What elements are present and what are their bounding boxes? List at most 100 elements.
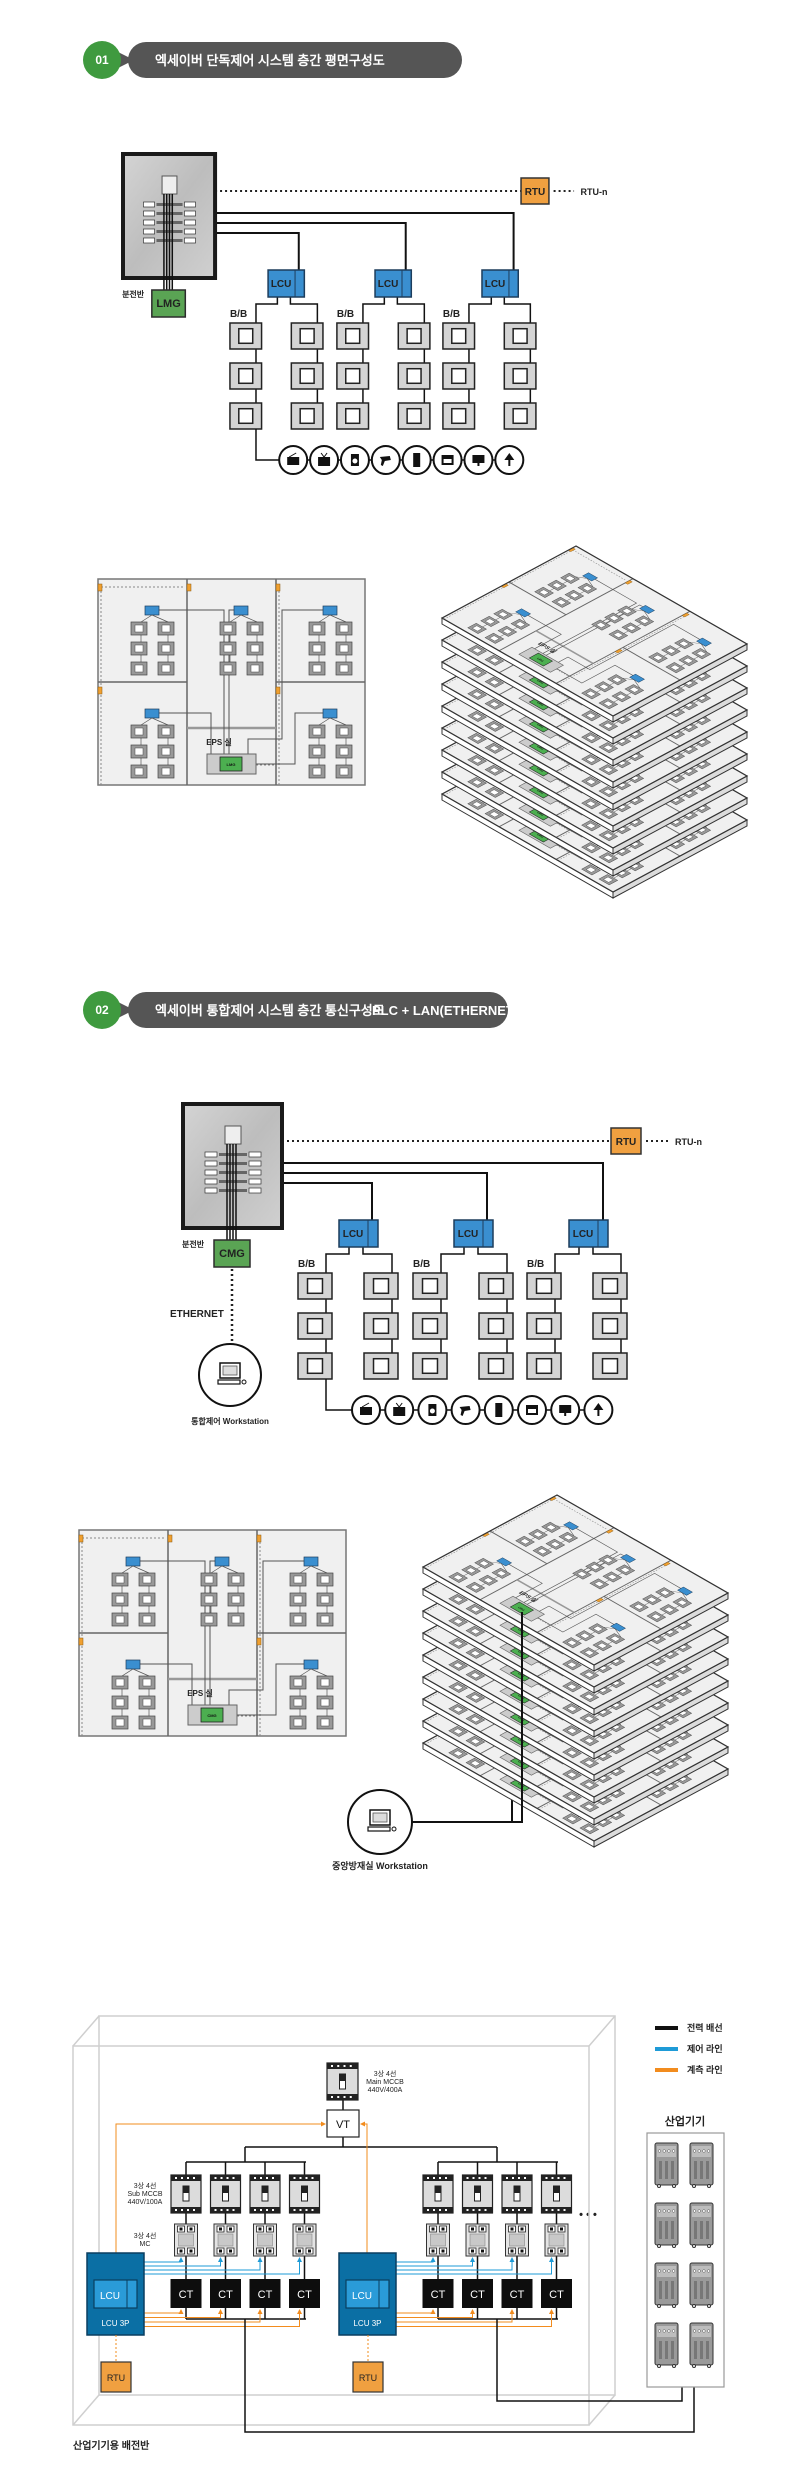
plan-bb-window bbox=[603, 832, 614, 839]
plan-bb-window bbox=[312, 747, 322, 756]
radio-body bbox=[360, 1407, 372, 1415]
washing-machine-icon bbox=[350, 454, 359, 466]
rtu-marker bbox=[256, 1637, 262, 1646]
mc-screw bbox=[229, 2227, 232, 2231]
plan-bb-window bbox=[471, 625, 483, 632]
plan-bb-window bbox=[616, 693, 627, 700]
plan-link bbox=[151, 717, 169, 726]
plan-bb-window bbox=[142, 1575, 152, 1584]
machine-dial bbox=[707, 2149, 711, 2153]
control-line bbox=[144, 2257, 302, 2275]
mc-screw bbox=[560, 2227, 563, 2231]
rtu-link-dotted bbox=[536, 1661, 551, 1670]
plan-bb-window bbox=[584, 1693, 595, 1700]
plan-wire bbox=[159, 609, 225, 754]
plan-bb-window bbox=[489, 767, 500, 774]
sub-mccb-label: 3상 4선 bbox=[134, 2181, 157, 2190]
plan-bb-window bbox=[566, 1793, 578, 1800]
metering-line bbox=[396, 2309, 554, 2327]
mccb-terminal-bottom bbox=[171, 2207, 201, 2213]
header-number-badge bbox=[83, 41, 121, 79]
cabinet-label: 산업기기용 배전반 bbox=[73, 2439, 150, 2452]
plan-bb-window bbox=[659, 1589, 671, 1596]
header-number-badge bbox=[83, 991, 121, 1029]
plan-gateway bbox=[528, 652, 553, 667]
machine-dial bbox=[662, 2209, 666, 2213]
plan-bb-window bbox=[537, 1548, 548, 1555]
industrial-machine-icon bbox=[689, 2202, 714, 2248]
plan-bb-window bbox=[639, 618, 650, 624]
plan-bb-window bbox=[585, 844, 597, 851]
plan-bb-window bbox=[598, 683, 610, 690]
machine-wheel bbox=[707, 2364, 711, 2368]
control-line bbox=[289, 297, 319, 323]
plan-bb-window bbox=[339, 747, 349, 756]
metering-line bbox=[144, 2309, 223, 2318]
terminal-dot bbox=[331, 2096, 333, 2098]
eps-room-wall bbox=[516, 1579, 575, 1613]
mc-screw bbox=[471, 2249, 474, 2253]
sub-mccb-label: 440V/100A bbox=[128, 2199, 163, 2206]
machine-dial bbox=[697, 2209, 701, 2213]
plan-link bbox=[329, 614, 347, 623]
plan-bb-window bbox=[664, 1606, 675, 1613]
machine-dial bbox=[667, 2269, 671, 2273]
plan-bb-window bbox=[629, 686, 640, 693]
plan-bb-window bbox=[204, 1575, 214, 1584]
mc-screw bbox=[258, 2227, 262, 2231]
machine-vent bbox=[706, 2221, 709, 2239]
terminal-dot bbox=[311, 2177, 314, 2179]
plan-bb-window bbox=[293, 1615, 303, 1624]
gateway-label: LMG bbox=[156, 298, 180, 310]
machine-vent bbox=[706, 2341, 709, 2359]
terminal-dot bbox=[518, 2209, 520, 2211]
rtu-n-label: RTU-n bbox=[675, 1137, 702, 1147]
lcu-label: LCU bbox=[100, 2291, 120, 2302]
bb-device bbox=[478, 1272, 514, 1300]
plan-bb-window bbox=[470, 1628, 481, 1635]
plan-bb-window bbox=[603, 700, 614, 707]
plan-bb-window bbox=[452, 1574, 464, 1581]
breaker-icon bbox=[143, 228, 155, 235]
breaker-icon bbox=[143, 219, 155, 226]
plan-bb-window bbox=[585, 866, 597, 873]
mccb-terminal-top bbox=[171, 2175, 201, 2181]
machine-wheel bbox=[707, 2184, 711, 2188]
terminal-dot bbox=[220, 2209, 223, 2211]
plan-bb-window bbox=[484, 618, 496, 625]
plan-bb-window bbox=[250, 664, 260, 673]
gateway-box bbox=[151, 289, 187, 318]
bb-device-window bbox=[345, 407, 361, 425]
ct-body bbox=[462, 2279, 493, 2308]
bb-device-window bbox=[601, 1317, 619, 1335]
hair-dryer-icon bbox=[379, 456, 391, 466]
plan-bb-window bbox=[452, 1750, 464, 1757]
mc-screw bbox=[510, 2227, 514, 2231]
plan-bb-window bbox=[489, 679, 500, 686]
mc-coil bbox=[296, 2233, 313, 2247]
breaker-icon bbox=[204, 1187, 218, 1194]
plan-bb-window bbox=[134, 664, 144, 673]
metering-line bbox=[360, 2121, 368, 2253]
machine-dial bbox=[707, 2329, 711, 2333]
terminal-dot bbox=[305, 2209, 308, 2211]
plan-link bbox=[632, 609, 645, 612]
terminal-dot bbox=[512, 2177, 514, 2179]
machine-dial bbox=[702, 2269, 706, 2273]
mccb-toggle-handle bbox=[222, 2186, 229, 2193]
bb-device-window bbox=[421, 1317, 439, 1335]
plan-wire bbox=[228, 609, 234, 754]
rtu-marker bbox=[681, 612, 690, 618]
magnetic-contactor bbox=[465, 2223, 490, 2257]
plan-lcu bbox=[233, 605, 249, 616]
workstation-label: 통합제어 Workstation bbox=[191, 1416, 269, 1426]
cabinet-edge bbox=[588, 2394, 616, 2426]
plan-bb-window bbox=[497, 611, 509, 618]
plan-bb-window bbox=[532, 1531, 544, 1538]
bb-device-window bbox=[238, 407, 254, 425]
machine-dial bbox=[658, 2269, 662, 2273]
mc-coil bbox=[178, 2233, 194, 2247]
bb-device bbox=[290, 362, 324, 390]
plan-bb-window bbox=[611, 676, 623, 683]
cabinet-edge bbox=[72, 2015, 100, 2047]
